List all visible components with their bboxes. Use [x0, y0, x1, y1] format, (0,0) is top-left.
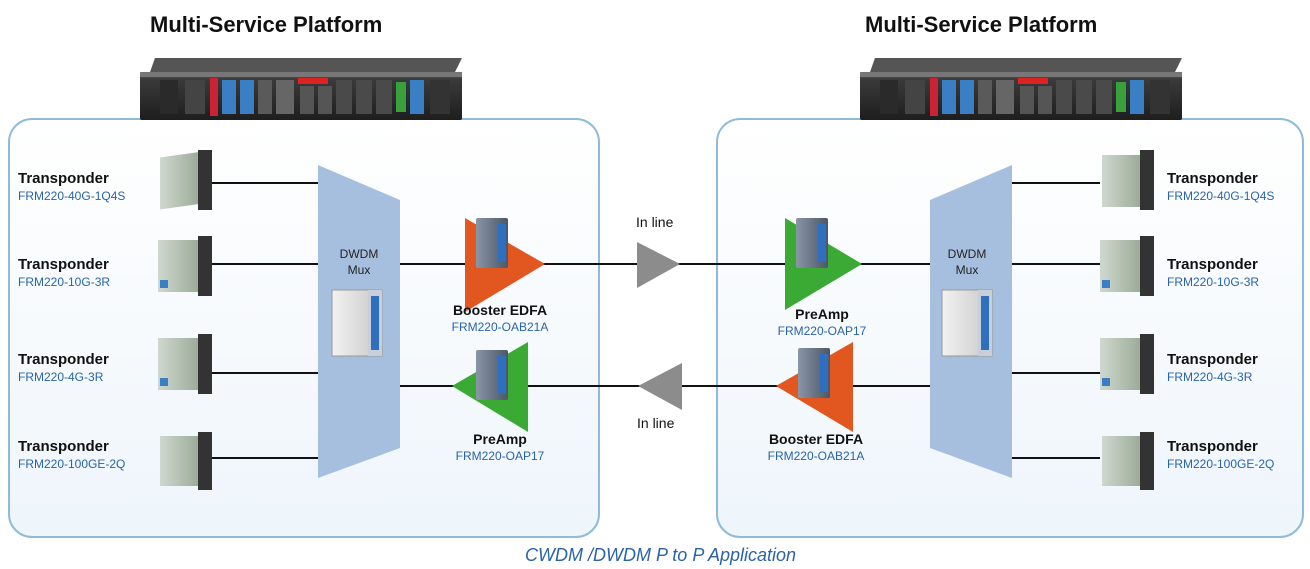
left-transponder-3-title: Transponder [18, 351, 109, 368]
left-booster-model: FRM220-OAB21A [451, 320, 549, 334]
left-mux-label: DWDM Mux [329, 246, 389, 278]
right-mux-label-line1: DWDM [947, 247, 987, 261]
left-transponder-card-2 [158, 236, 212, 296]
right-transponder-1-model: FRM220-40G-1Q4S [1167, 189, 1275, 203]
inline-amp-top [637, 242, 680, 288]
right-preamp-title: PreAmp [795, 306, 849, 322]
left-transponder-2-title: Transponder [18, 256, 109, 273]
right-transponder-1-title: Transponder [1167, 170, 1258, 187]
right-mux-label: DWDM Mux [937, 246, 997, 278]
left-mux-label-line1: DWDM [339, 247, 379, 261]
right-transponder-card-3 [1100, 334, 1154, 394]
right-platform-title: Multi-Service Platform [865, 12, 1098, 37]
left-transponder-1-title: Transponder [18, 170, 109, 187]
left-transponder-lines [210, 182, 318, 459]
inline-label-bottom: In line [637, 415, 675, 431]
left-transponder-4-title: Transponder [18, 438, 109, 455]
right-transponder-lines [1012, 182, 1100, 459]
right-mux-label-line2: Mux [955, 263, 979, 277]
left-transponder-3-model: FRM220-4G-3R [18, 370, 104, 384]
left-mux-label-line2: Mux [347, 263, 371, 277]
right-transponder-3-model: FRM220-4G-3R [1167, 370, 1253, 384]
diagram-caption: CWDM /DWDM P to P Application [525, 545, 797, 565]
right-transponder-2-model: FRM220-10G-3R [1167, 275, 1260, 289]
left-site-box [8, 118, 600, 538]
right-preamp-amp [785, 218, 862, 310]
left-booster-amp [465, 218, 545, 312]
left-transponder-card-4 [160, 432, 212, 490]
left-transponder-4-model: FRM220-100GE-2Q [18, 457, 126, 471]
left-transponder-2-model: FRM220-10G-3R [18, 275, 111, 289]
right-booster-title: Booster EDFA [768, 431, 864, 447]
right-preamp-model: FRM220-OAP17 [777, 324, 867, 338]
left-mux-module [331, 289, 383, 357]
inline-amp-bottom [638, 363, 682, 410]
right-booster-amp [776, 342, 853, 432]
right-mux-module [941, 289, 993, 357]
left-preamp-amp [452, 342, 528, 432]
right-transponder-2-title: Transponder [1167, 256, 1258, 273]
left-transponder-1-model: FRM220-40G-1Q4S [18, 189, 126, 203]
right-transponder-card-4 [1102, 432, 1154, 490]
left-preamp-title: PreAmp [473, 431, 527, 447]
right-transponder-3-title: Transponder [1167, 351, 1258, 368]
right-booster-model: FRM220-OAB21A [767, 449, 865, 463]
right-transponder-card-1 [1102, 150, 1154, 210]
left-platform-title: Multi-Service Platform [150, 12, 383, 37]
right-transponder-4-model: FRM220-100GE-2Q [1167, 457, 1275, 471]
right-transponder-card-2 [1100, 236, 1154, 296]
inline-label-top: In line [636, 214, 674, 230]
left-transponder-card-3 [158, 334, 212, 394]
left-transponder-card-1 [160, 150, 212, 210]
right-chassis [860, 58, 1182, 120]
left-preamp-model: FRM220-OAP17 [455, 449, 545, 463]
right-transponder-4-title: Transponder [1167, 438, 1258, 455]
left-booster-title: Booster EDFA [452, 302, 548, 318]
left-chassis [140, 58, 462, 120]
